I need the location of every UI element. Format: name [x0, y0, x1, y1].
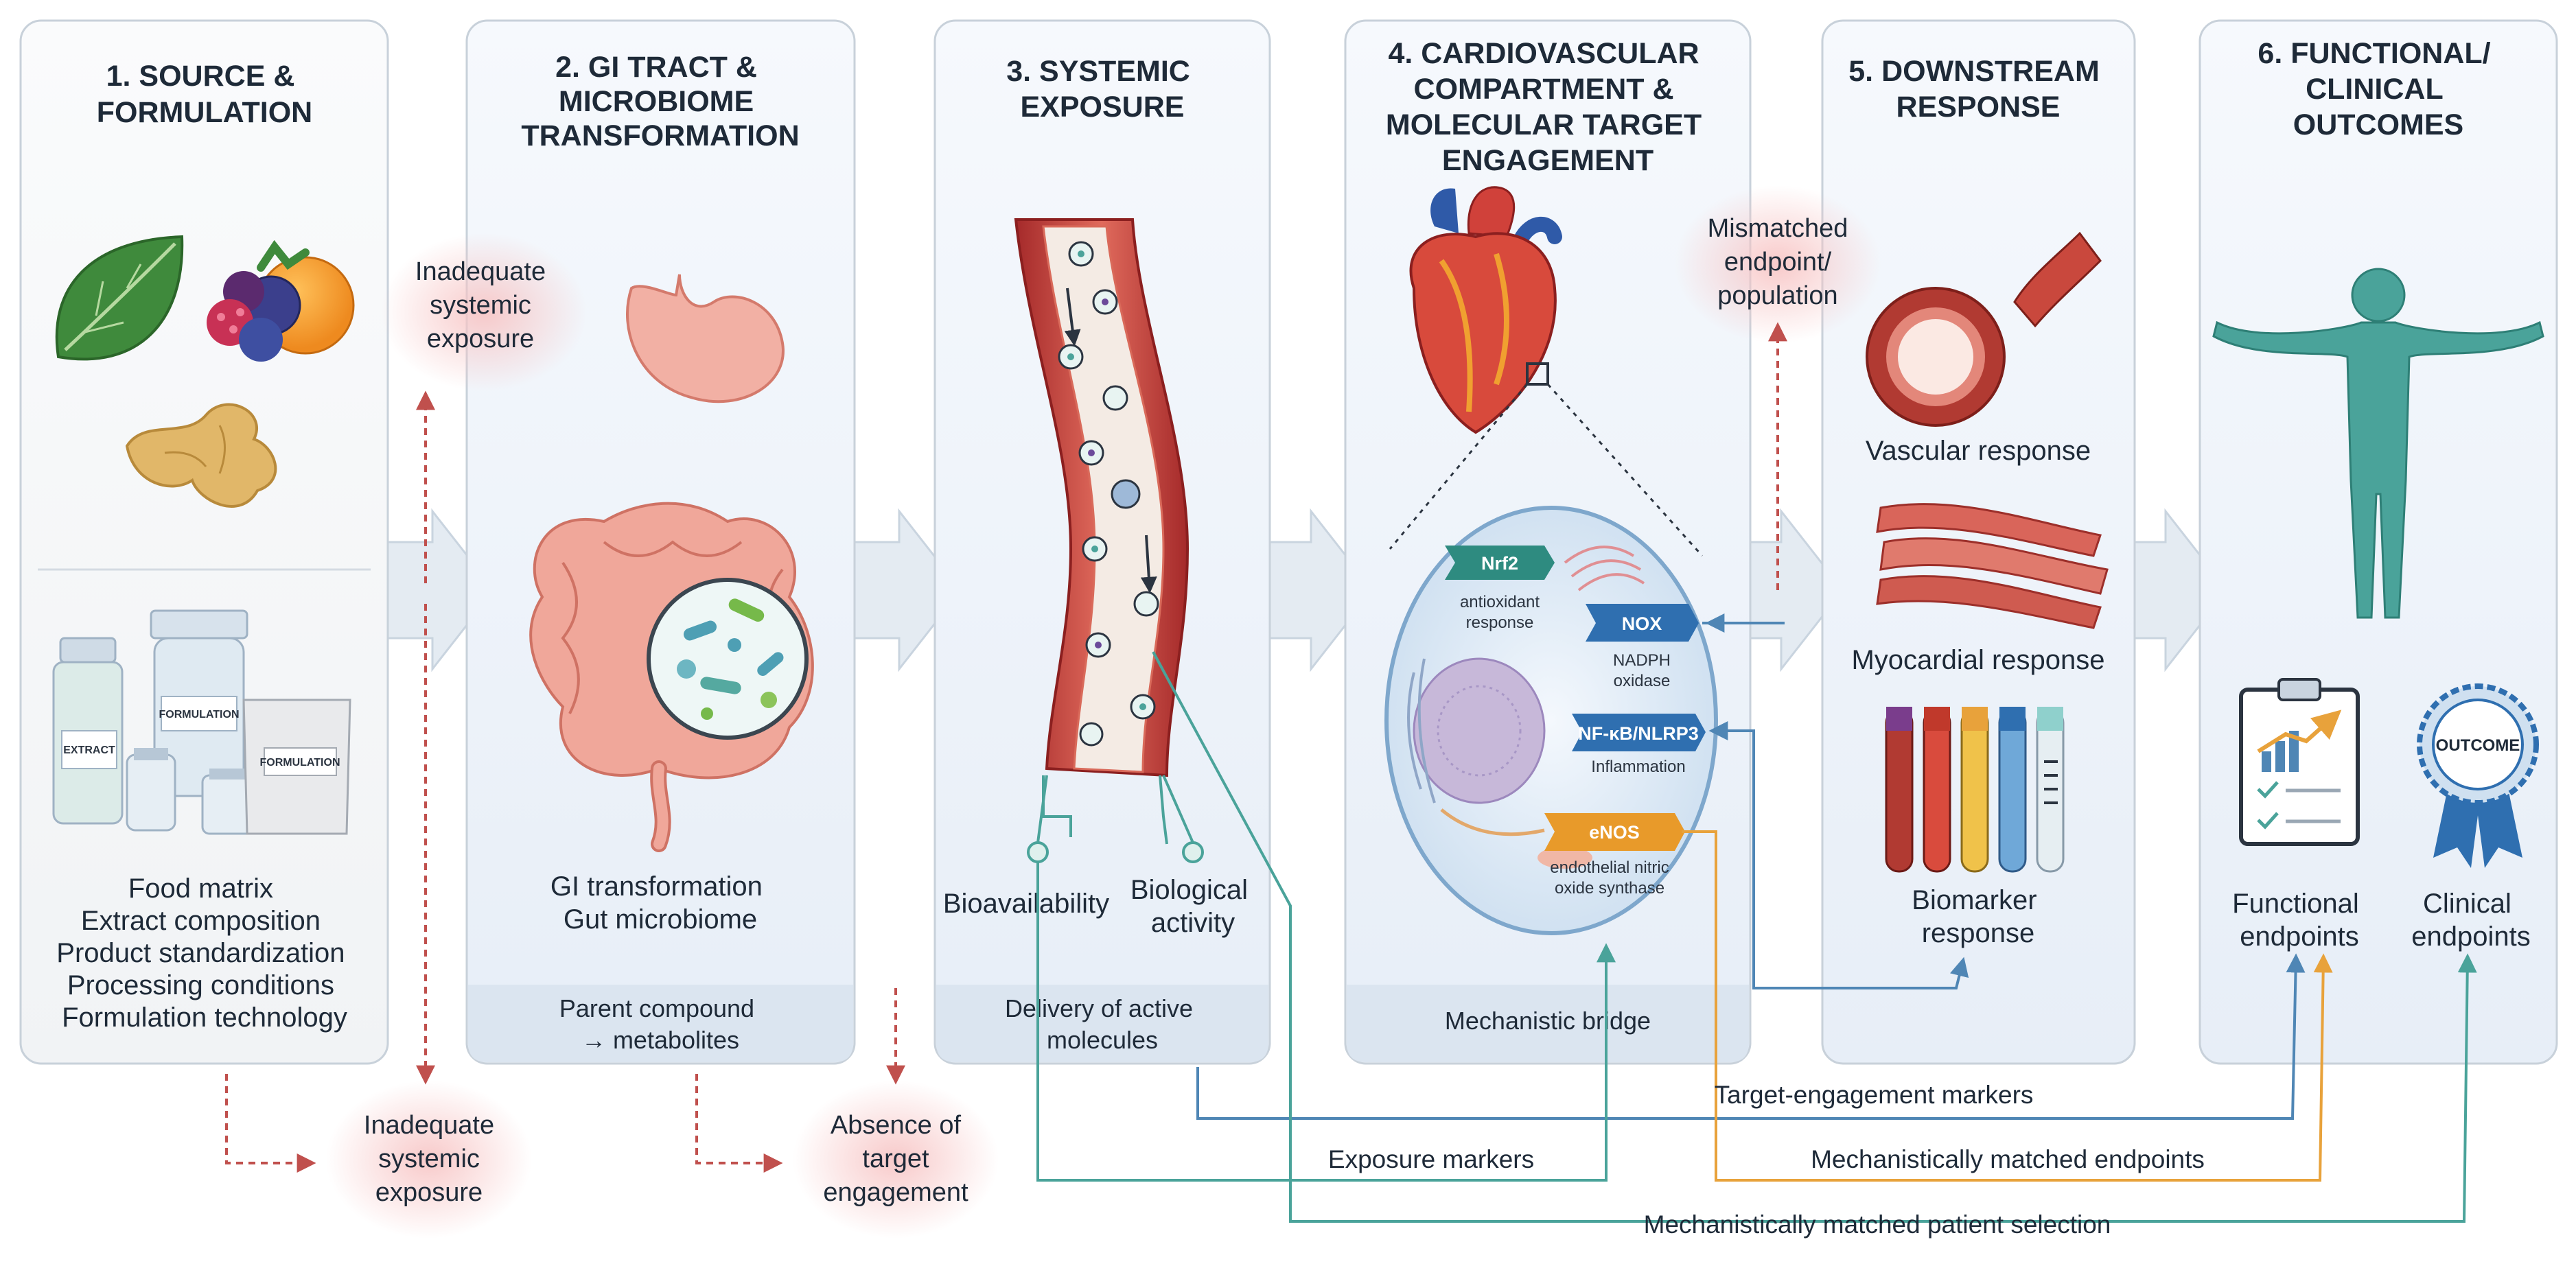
zoom-line: [1389, 384, 1529, 550]
label-mechanistically-matched-endpoints: Mechanistically matched endpoints: [1811, 1145, 2205, 1173]
berries-orange-icon: [207, 239, 355, 362]
outcome-badge-icon: OUTCOME: [2417, 683, 2539, 868]
product-bottles-icon: FORMULATION EXTRACT FORMULATION: [52, 609, 351, 835]
connector-mechanistic-endpoints: [1682, 830, 2333, 1182]
ginger-root-icon: [125, 403, 277, 508]
heart-icon: [1409, 186, 1562, 434]
caption-myocardial-response: Myocardial response: [1851, 645, 2104, 675]
human-figure-icon: [2212, 268, 2544, 619]
flow-arrows: [369, 508, 2229, 672]
package-label-formulation-2: FORMULATION: [259, 757, 340, 769]
leaf-icon: [55, 235, 184, 361]
panel-1-title: 1. SOURCE & FORMULATION: [97, 60, 312, 129]
svg-text:Nrf2: Nrf2: [1481, 553, 1518, 574]
caption-biomarker-response: Biomarker response: [1912, 885, 2044, 948]
caption-clinical-endpoints: Clinical endpoints: [2411, 889, 2530, 952]
connector-target-engagement: [1196, 613, 2306, 1120]
label-exposure-markers: Exposure markers: [1328, 1145, 1534, 1173]
panel-4-footer: Mechanistic bridge: [1445, 1007, 1651, 1035]
panel-2-captions: GI transformation Gut microbiome: [550, 871, 770, 935]
package-label-extract: EXTRACT: [63, 745, 115, 756]
panel-3-title: 3. SYSTEMIC EXPOSURE: [1006, 55, 1198, 124]
label-target-engagement-markers: Target-engagement markers: [1715, 1081, 2034, 1109]
svg-text:Inflammation: Inflammation: [1591, 758, 1685, 776]
panel-2-title: 2. GI TRACT & MICROBIOME TRANSFORMATION: [521, 51, 799, 152]
caption-functional-endpoints: Functional endpoints: [2232, 889, 2367, 952]
panel-1-captions: Food matrix Extract composition Product …: [56, 874, 352, 1033]
label-patient-selection: Mechanistically matched patient selectio…: [1644, 1210, 2111, 1239]
caption-vascular-response: Vascular response: [1866, 436, 2091, 466]
clipboard-chart-icon: [2239, 678, 2360, 846]
target-nfkb-nlrp3: NF-κB/NLRP3 Inflammation: [1572, 714, 1706, 776]
vessel-cross-section-icon: [1866, 231, 2102, 427]
warning-arrows: [225, 322, 1787, 1173]
svg-text:NOX: NOX: [1622, 613, 1662, 634]
panel-4-title: 4. CARDIOVASCULAR COMPARTMENT & MOLECULA…: [1386, 37, 1710, 177]
test-tubes-icon: [1885, 707, 2065, 873]
svg-text:NF-κB/NLRP3: NF-κB/NLRP3: [1578, 723, 1699, 744]
panel-5-title: 5. DOWNSTREAM RESPONSE: [1848, 55, 2107, 124]
zoom-line: [1546, 383, 1704, 557]
panel-6-title: 6. FUNCTIONAL/ CLINICAL OUTCOMES: [2258, 37, 2498, 141]
caption-biological-activity: Biological activity: [1130, 875, 1255, 938]
blood-vessel-icon: [1014, 218, 1204, 863]
badge-label: OUTCOME: [2436, 736, 2520, 755]
microbiome-icon: [647, 578, 809, 740]
package-label-formulation: FORMULATION: [159, 709, 239, 720]
connector-exposure: [1036, 651, 2477, 1223]
svg-text:eNOS: eNOS: [1589, 822, 1640, 843]
panel-3-footer: Delivery of active molecules: [1005, 994, 1200, 1054]
panel-footer-bands: [468, 985, 1749, 1062]
panel-2-footer: Parent compound → metabolites: [559, 994, 761, 1054]
muscle-fibers-icon: [1876, 503, 2109, 629]
caption-bioavailability: Bioavailability: [943, 889, 1109, 919]
